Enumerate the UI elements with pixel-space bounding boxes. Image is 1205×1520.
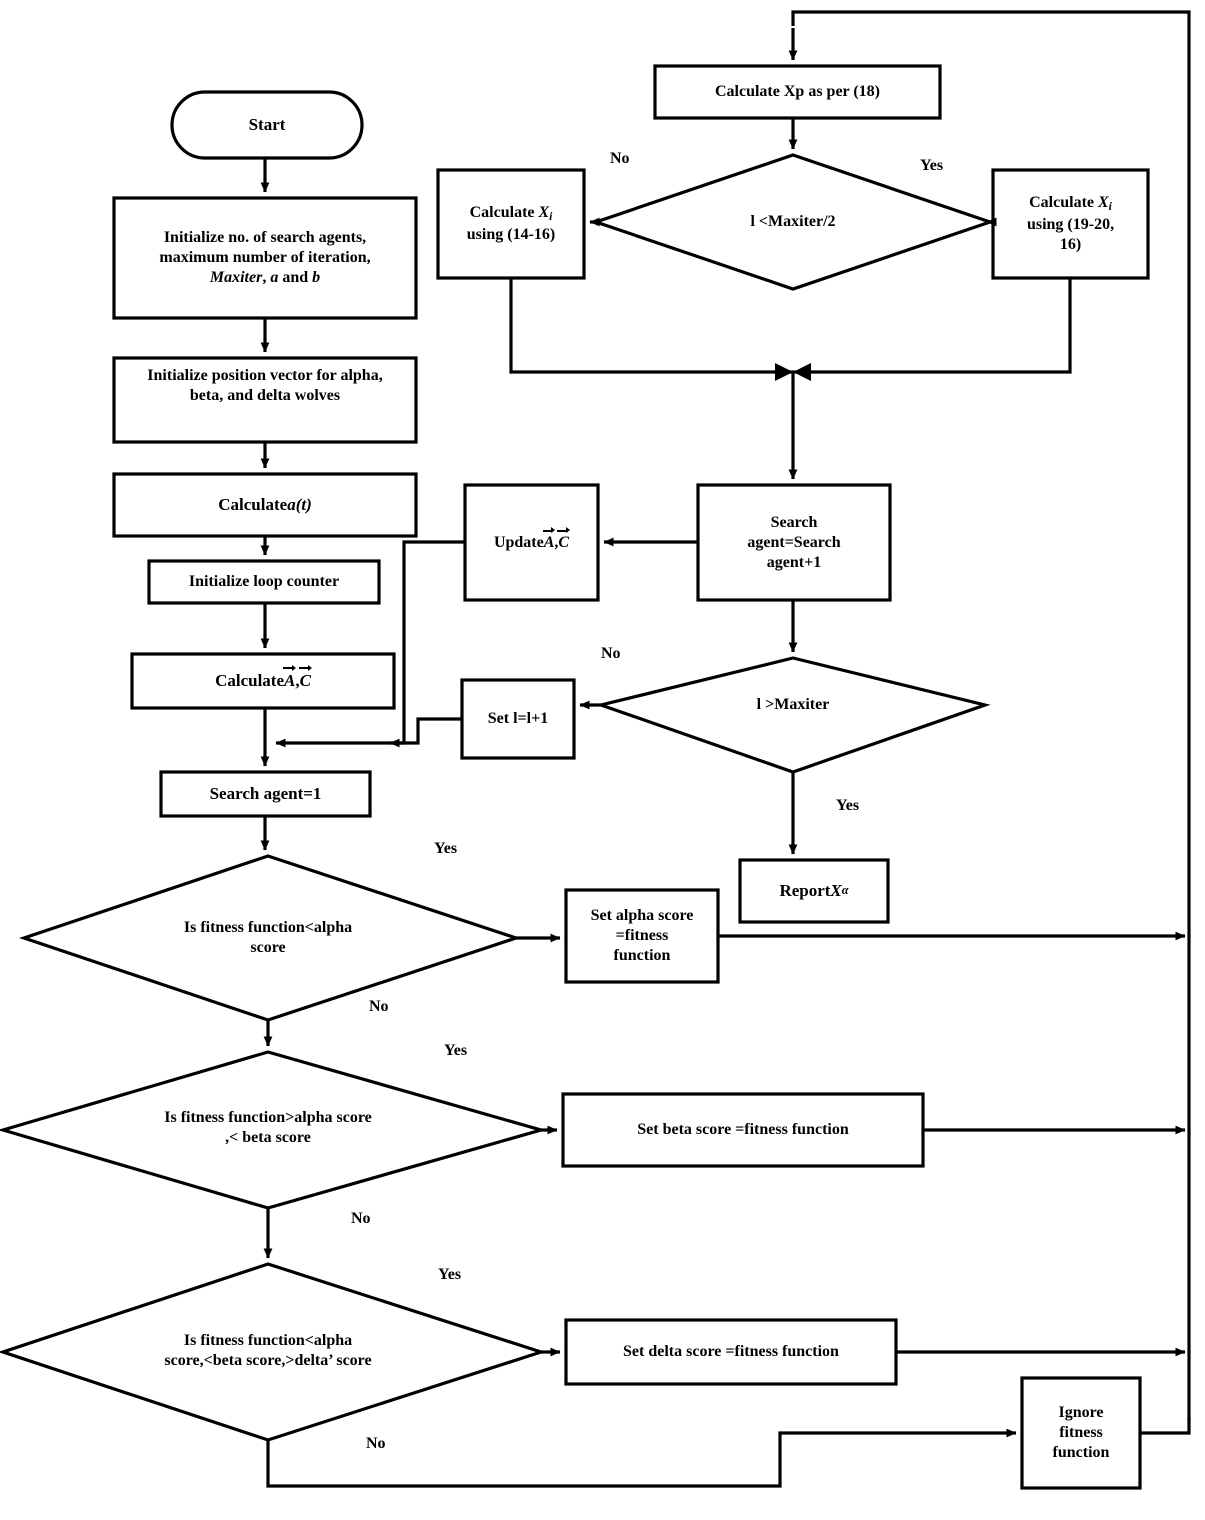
shape-start: [170, 90, 364, 160]
shape-calculate-ac: [130, 652, 396, 710]
edge-label-maxiter-half-no: No: [610, 150, 630, 167]
shape-calculate-xi-14-16: [436, 168, 586, 280]
shape-ignore-fitness: [1020, 1376, 1142, 1490]
edge-ignore-to-right-bus: [1140, 1418, 1191, 1435]
shape-set-beta-score: [561, 1092, 925, 1168]
shape-update-ac: [463, 483, 600, 602]
shape-decision-delta: [0, 1262, 547, 1442]
shape-search-agent-inc: [696, 483, 892, 602]
edge-set-l-feedback: [389, 717, 462, 748]
shape-set-l-inc: [460, 678, 576, 760]
shape-decision-maxiter: [595, 656, 991, 774]
shape-init-loop-counter: [147, 559, 381, 605]
edge-calc-xi-19-20-down-merge: [793, 278, 1072, 374]
edge-label-beta-no: No: [351, 1210, 371, 1227]
shape-init-position: [112, 356, 418, 444]
shape-calculate-at: [112, 472, 418, 538]
merge-arrowhead-left: [775, 363, 793, 381]
shape-decision-alpha: [18, 854, 522, 1022]
edge-right-bus-loopback: [791, 10, 1191, 1420]
shape-set-alpha-score: [564, 888, 720, 984]
shape-report-xalpha: [738, 858, 890, 924]
edge-calc-xi-14-16-down-merge: [509, 278, 793, 374]
shape-init-agents: [112, 196, 418, 320]
shape-decision-maxiter-half: [591, 153, 995, 291]
shape-calculate-xi-19-20: [991, 168, 1150, 280]
edge-label-alpha-no: No: [369, 998, 389, 1015]
edge-label-delta-yes: Yes: [438, 1266, 462, 1283]
edge-label-maxiter-half-yes: Yes: [920, 157, 944, 174]
shape-search-agent-1: [159, 770, 372, 818]
edge-label-alpha-yes: Yes: [434, 840, 458, 857]
edge-update-ac-feedback: [275, 540, 465, 748]
merge-arrowhead-right: [793, 363, 811, 381]
shape-set-delta-score: [564, 1318, 898, 1386]
edge-label-maxiter-yes: Yes: [836, 797, 860, 814]
edge-label-delta-no: No: [366, 1435, 386, 1452]
edge-label-beta-yes: Yes: [444, 1042, 468, 1059]
edge-label-maxiter-no: No: [601, 645, 621, 662]
shape-calculate-xp: [653, 64, 942, 120]
edge-decision-delta-no-to-ignore: [266, 1428, 1017, 1488]
shape-decision-beta: [0, 1050, 547, 1210]
